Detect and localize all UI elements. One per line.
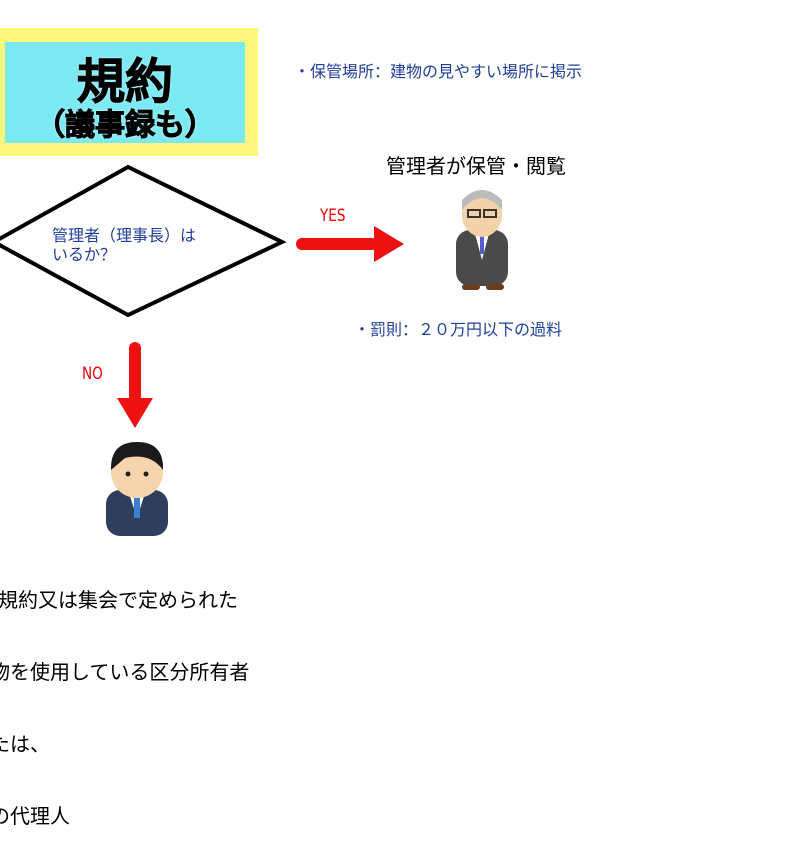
no-arrow (117, 342, 153, 428)
flow-shapes (0, 164, 508, 536)
no-label: NO (82, 364, 103, 384)
title-box: 規約 （議事録も） (5, 42, 245, 144)
yes-label: YES (320, 206, 346, 226)
yes-arrow (296, 226, 404, 262)
decision-diamond (0, 164, 287, 318)
owner-figure-icon (106, 442, 168, 536)
decision-text: 管理者（理事長）は いるか？ (52, 226, 196, 264)
manager-figure-icon (456, 190, 508, 290)
no-result-line: ・規約又は集会で定められた (0, 588, 238, 612)
no-result-line: その代理人 (0, 804, 70, 828)
penalty-note: ・罰則：２０万円以下の過料 (354, 320, 563, 339)
title-sub: （議事録も） (35, 108, 216, 144)
yes-heading: 管理者が保管・閲覧 (386, 154, 566, 178)
no-result-line: または、 (0, 732, 50, 756)
storage-note: ・保管場所：建物の見やすい場所に掲示 (294, 62, 583, 81)
title-main: 規約 (76, 54, 173, 111)
no-result-text: ・規約又は集会で定められた 建物を使用している区分所有者 または、 その代理人 (0, 540, 249, 852)
decision-line-1: 管理者（理事長）は (52, 226, 197, 245)
decision-line-2: いるか？ (52, 245, 117, 264)
no-result-line: 建物を使用している区分所有者 (0, 660, 250, 684)
